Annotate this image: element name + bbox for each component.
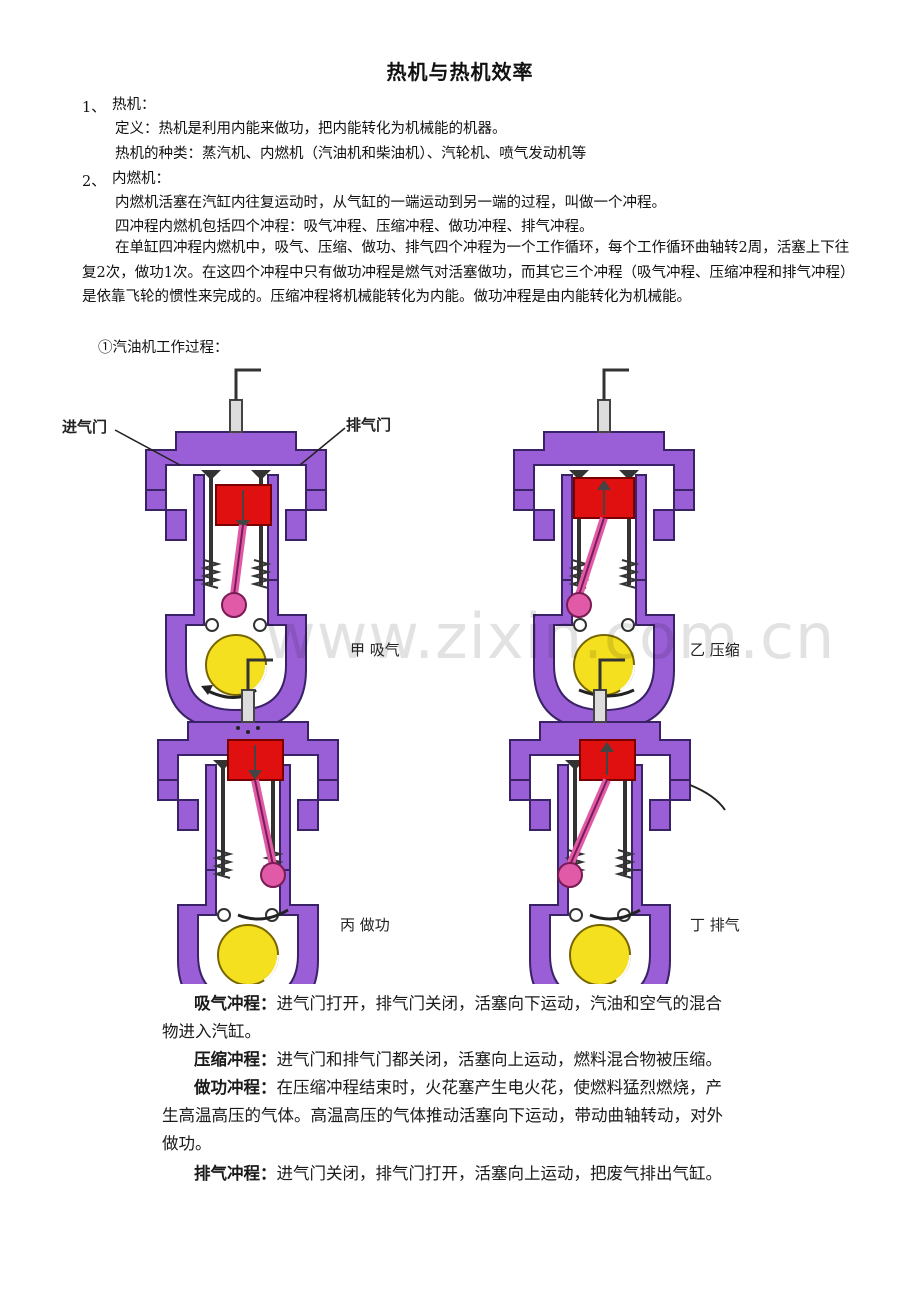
section-1-number: 1、 [82, 100, 106, 116]
power-description-line1: 做功冲程：在压缩冲程结束时，火花塞产生电火花，使燃料猛烈燃烧，产 [194, 1078, 722, 1098]
intake-stroke-name: 吸气冲程： [194, 994, 277, 1013]
panel-b-caption: 乙 压缩 [690, 641, 740, 659]
watermark: www.zixin.com.cn [265, 600, 836, 673]
exhaust-text1: 进气门关闭，排气门打开，活塞向上运动，把废气排出气缸。 [276, 1164, 723, 1183]
section-2-number: 2、 [82, 174, 106, 190]
intake-valve-pointer [114, 429, 181, 466]
panel-a-caption: 甲 吸气 [350, 641, 400, 659]
panel-c-caption: 丙 做功 [340, 916, 390, 934]
exhaust-stroke-engine [508, 658, 726, 1022]
four-strokes-list: 四冲程内燃机包括四个冲程：吸气冲程、压缩冲程、做功冲程、排气冲程。 [115, 219, 594, 235]
compress-description: 压缩冲程：进气门和排气门都关闭，活塞向上运动，燃料混合物被压缩。 [194, 1050, 722, 1070]
intake-description-line1: 吸气冲程：进气门打开，排气门关闭，活塞向下运动，汽油和空气的混合 [194, 994, 722, 1014]
compress-stroke-name: 压缩冲程： [194, 1050, 277, 1069]
intake-valve-label: 进气门 [62, 418, 107, 436]
exhaust-valve-label: 排气门 [346, 416, 391, 434]
heat-engine-kinds: 热机的种类：蒸汽机、内燃机（汽油机和柴油机）、汽轮机、喷气发动机等 [115, 146, 587, 162]
section-2-heading: 内燃机： [112, 171, 170, 187]
exhaust-valve-pointer [299, 427, 346, 466]
work-cycle-paragraph: 在单缸四冲程内燃机中，吸气、压缩、做功、排气四个冲程为一个工作循环，每个工作循环… [82, 240, 855, 305]
intake-text1: 进气门打开，排气门关闭，活塞向下运动，汽油和空气的混合 [276, 994, 723, 1013]
intake-stroke-engine [144, 368, 328, 732]
section-1-heading: 热机： [112, 97, 156, 113]
exhaust-stroke-name: 排气冲程： [194, 1164, 277, 1183]
compression-stroke-engine [512, 368, 696, 732]
exhaust-description: 排气冲程：进气门关闭，排气门打开，活塞向上运动，把废气排出气缸。 [194, 1164, 722, 1184]
compress-text1: 进气门和排气门都关闭，活塞向上运动，燃料混合物被压缩。 [276, 1050, 723, 1069]
power-text1: 在压缩冲程结束时，火花塞产生电火花，使燃料猛烈燃烧，产 [276, 1078, 723, 1097]
gasoline-engine-subheading: ①汽油机工作过程： [98, 340, 229, 356]
power-stroke-engine [156, 658, 340, 1022]
power-text3: 做功。 [162, 1134, 212, 1153]
heat-engine-definition: 定义：热机是利用内能来做功，把内能转化为机械能的机器。 [115, 121, 507, 137]
power-stroke-name: 做功冲程： [194, 1078, 277, 1097]
power-text2: 生高温高压的气体。高温高压的气体推动活塞向下运动，带动曲轴转动，对外 [162, 1106, 723, 1125]
panel-d-caption: 丁 排气 [690, 916, 740, 934]
stroke-definition: 内燃机活塞在汽缸内往复运动时，从气缸的一端运动到另一端的过程，叫做一个冲程。 [115, 195, 666, 211]
intake-text2: 物进入汽缸。 [162, 1022, 261, 1041]
page-title: 热机与热机效率 [386, 60, 534, 84]
stroke-descriptions: 吸气冲程：进气门打开，排气门关闭，活塞向下运动，汽油和空气的混合 物进入汽缸。 … [150, 984, 723, 1192]
